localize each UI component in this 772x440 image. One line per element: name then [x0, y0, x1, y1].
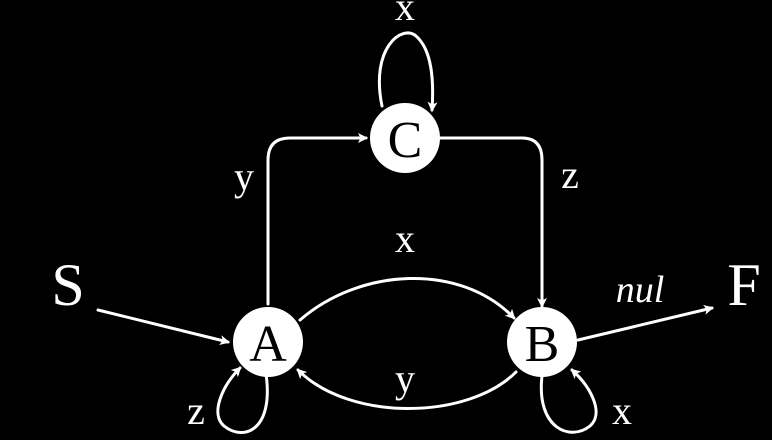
node-b-label: B	[525, 316, 560, 373]
edge-label-c-to-b: z	[561, 152, 579, 197]
node-b: B	[507, 307, 577, 377]
edge-b-to-f	[576, 304, 714, 342]
edge-a-to-c	[266, 133, 368, 306]
edge-a-self-loop	[216, 366, 269, 435]
edge-c-to-b	[438, 136, 547, 308]
node-a: A	[233, 307, 303, 377]
edge-c-self-loop	[377, 31, 438, 112]
node-c-label: C	[388, 112, 423, 169]
edge-label-a-to-b: x	[395, 216, 415, 261]
edge-label-a-self: z	[187, 388, 205, 433]
edge-label-b-to-a: y	[395, 356, 415, 401]
edge-a-to-b	[298, 276, 516, 322]
node-a-label: A	[249, 316, 287, 373]
node-c: C	[370, 103, 440, 173]
edge-b-self-loop	[539, 368, 598, 434]
edge-b-to-a	[296, 368, 518, 410]
edge-label-c-self: x	[395, 0, 415, 29]
edge-label-a-to-c: y	[234, 154, 254, 199]
edge-label-b-self: x	[612, 388, 632, 433]
edge-label-b-to-f: nul	[616, 269, 665, 311]
edge-s-to-a	[96, 308, 230, 345]
final-label: F	[727, 252, 760, 318]
start-label: S	[51, 252, 84, 318]
